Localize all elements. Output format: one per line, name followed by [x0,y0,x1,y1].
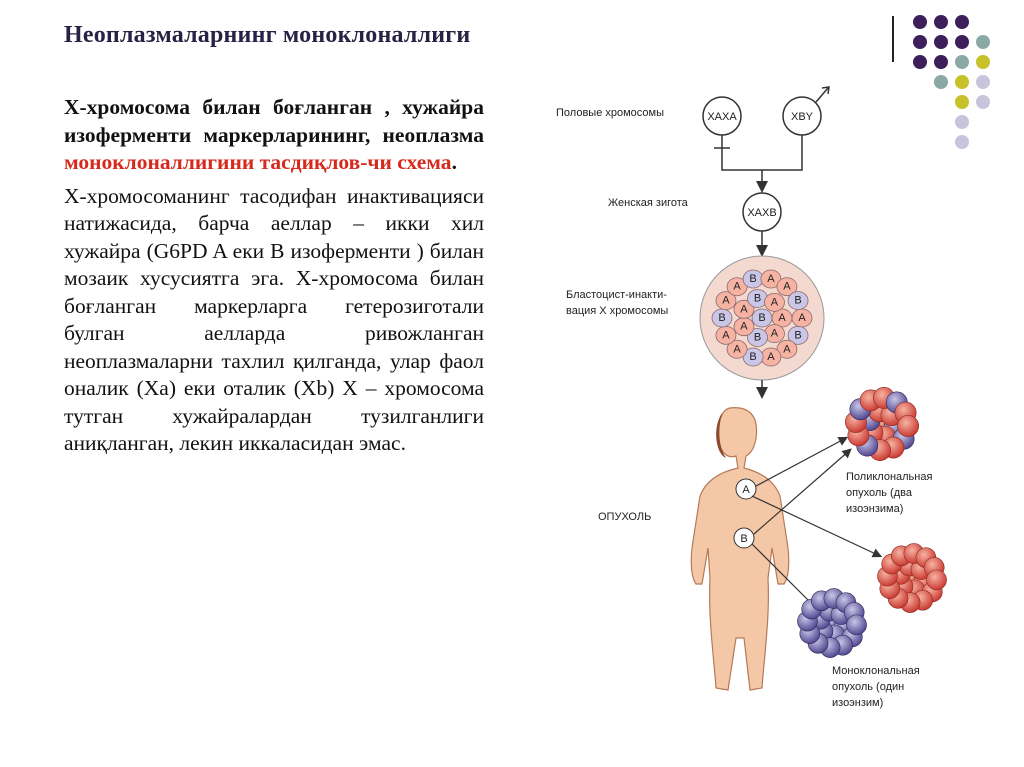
arrow-b-to-poly [753,448,852,535]
blastocyst-cell [715,291,737,311]
tumor-b-label: B [740,533,747,545]
blastocyst-cell-label: A [722,295,730,307]
text-block: X-хромосома билан боғланган , хужайра из… [64,94,484,458]
decor-dot [913,35,927,49]
tumor-cell [926,569,947,591]
blastocyst-cell [742,347,764,367]
decor-dot [976,55,990,69]
blastocyst-cell-label: A [783,343,791,355]
blastocyst-cell [760,269,782,289]
label-mono-2: опухоль (один [832,681,904,693]
label-mono-3: изоэнзим) [832,697,883,709]
blastocyst-cell-label: B [794,329,801,341]
female-chromosome-label: XAXA [707,111,737,123]
blastocyst-cell-label: B [718,312,725,324]
blastocyst-cell-label: B [754,331,761,343]
tumor-a-marker [735,478,757,500]
intro-highlight-text: моноклоналлигини тасдиқлов-чи схема [64,150,452,174]
blastocyst-cell [764,292,785,312]
blastocyst-cell-label: B [794,295,801,307]
blastocyst-cell-label: A [733,343,741,355]
decor-dot [955,15,969,29]
label-sex-chromosomes: Половые хромосомы [556,107,664,119]
label-blastocyst-2: вация X хромосомы [566,305,668,317]
blastocyst-cell [726,339,748,359]
polyclonal-tumor [844,386,920,462]
decor-dot [955,35,969,49]
decor-dot [976,95,990,109]
monoclonality-diagram: Половые хромосомы Женская зигота Бластоц… [556,86,947,709]
tumor-b-marker [733,527,755,549]
intro-end-text: . [451,150,457,174]
blastocyst-cell [776,339,798,359]
decor-dot [934,55,948,69]
decor-dot [955,95,969,109]
intro-bold-text: X-хромосома билан боғланган , хужайра из… [64,95,484,147]
blastocyst-cell-label: A [740,321,748,333]
body-paragraph: X-хромосоманинг тасодифан инактивацияси … [64,183,484,456]
blastocyst-cell-label: A [783,281,791,293]
zygote-label: XAXB [747,207,776,219]
intro-paragraph: X-хромосома билан боғланган , хужайра из… [64,94,484,177]
blastocyst-cell-label: A [798,312,806,324]
merge-line [721,135,803,171]
blastocyst-cell [726,277,748,297]
monoclonal-red-tumor [877,543,947,613]
blastocyst-cell-label: A [767,351,775,363]
decor-dot [955,135,969,149]
monoclonal-blue-tumor [797,588,867,658]
tumor-cell [846,614,867,636]
label-zygote: Женская зигота [608,197,689,209]
male-symbol-line [815,87,829,103]
decor-dot [955,55,969,69]
blastocyst-cell-label: A [740,303,748,315]
page-title: Неоплазмаларнинг моноклоналлиги [64,22,471,48]
label-tumor: ОПУХОЛЬ [598,511,651,523]
decor-dot [934,35,948,49]
decorative-dots [913,15,990,149]
tumor-cell [897,415,920,437]
arrow-a-to-red [751,495,883,558]
label-poly-2: опухоль (два [846,487,913,499]
male-chromosome-label: XBY [791,111,814,123]
blastocyst-cell-label: A [778,312,786,324]
blastocyst-cell [747,328,768,347]
blastocyst-cell-label: A [771,328,779,340]
decor-dot [913,15,927,29]
decor-dot [934,75,948,89]
blastocyst-cell-label: B [754,293,761,305]
tumor-a-label: A [742,484,750,496]
blastocyst-cell [776,277,798,297]
blastocyst-cell-label: A [722,329,730,341]
decor-dot [955,75,969,89]
female-body [690,407,790,691]
blastocyst-cell-label: A [733,281,741,293]
label-poly-3: изоэнзима) [846,503,903,515]
decor-dot [913,55,927,69]
label-mono-1: Моноклональная [832,665,920,677]
blastocyst-cell-label: A [771,296,779,308]
male-symbol-arrow [821,86,830,95]
blastocyst-cell [787,325,809,345]
blastocyst-cell [733,299,755,319]
decor-dot [934,15,948,29]
blastocyst-cell-label: B [749,351,756,363]
decor-dot [955,115,969,129]
arrow-a-to-poly [755,436,849,487]
title-divider [892,16,894,62]
decor-dot [976,75,990,89]
label-blastocyst-1: Бластоцист-инакти- [566,289,667,301]
blastocyst-cell [787,291,809,311]
blastocyst-cell-label: A [767,273,775,285]
label-poly-1: Поликлональная [846,471,932,483]
arrow-b-to-mono [751,543,818,610]
blastocyst-cell-label: B [758,312,765,324]
decor-dot [976,35,990,49]
blastocyst-cell-label: B [749,273,756,285]
